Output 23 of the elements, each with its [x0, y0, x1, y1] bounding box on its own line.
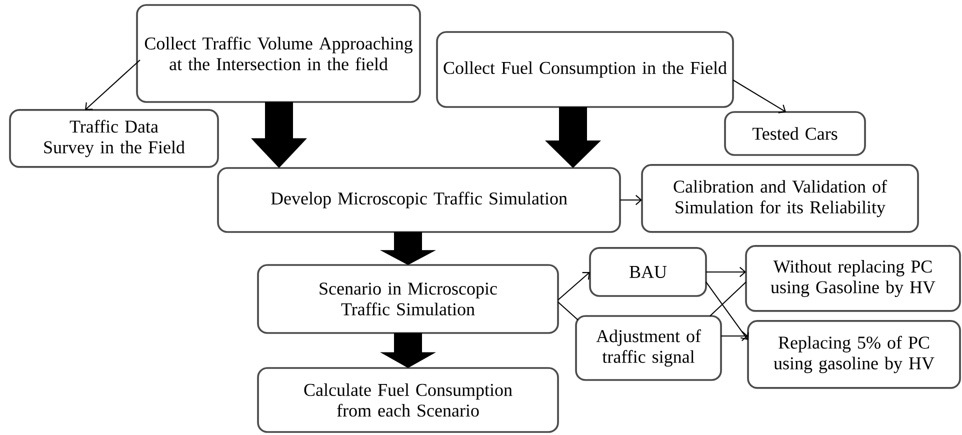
- arrow: [721, 330, 748, 342]
- arrow: [558, 272, 590, 300]
- arrow: [706, 266, 746, 278]
- process-box: BAU: [589, 247, 707, 297]
- arrow: [620, 194, 642, 206]
- process-box: Adjustment of traffic signal: [575, 315, 722, 381]
- process-box: Calculate Fuel Consumption from each Scenario: [257, 367, 559, 433]
- process-box: Calibration and Validation of Simulation for its Reliability: [641, 164, 919, 233]
- block-arrow: [251, 102, 307, 168]
- process-box: Tested Cars: [724, 111, 866, 156]
- process-box: Scenario in Microscopic Traffic Simulation: [257, 264, 559, 334]
- block-arrow: [380, 232, 436, 265]
- process-box: Without replacing PC using Gasoline by HV: [745, 245, 961, 312]
- process-box: Replacing 5% of PC using gasoline by HV: [747, 320, 961, 389]
- process-box: Traffic Data Survey in the Field: [9, 109, 219, 168]
- process-box: Collect Fuel Consumption in the Field: [436, 31, 734, 108]
- arrow: [85, 60, 140, 110]
- process-box: Develop Microscopic Traffic Simulation: [217, 167, 621, 233]
- arrow: [706, 282, 749, 340]
- process-box: Collect Traffic Volume Approaching at the Intersection in the field: [136, 4, 421, 103]
- block-arrow: [545, 107, 601, 168]
- arrow: [732, 80, 786, 114]
- block-arrow: [380, 333, 436, 368]
